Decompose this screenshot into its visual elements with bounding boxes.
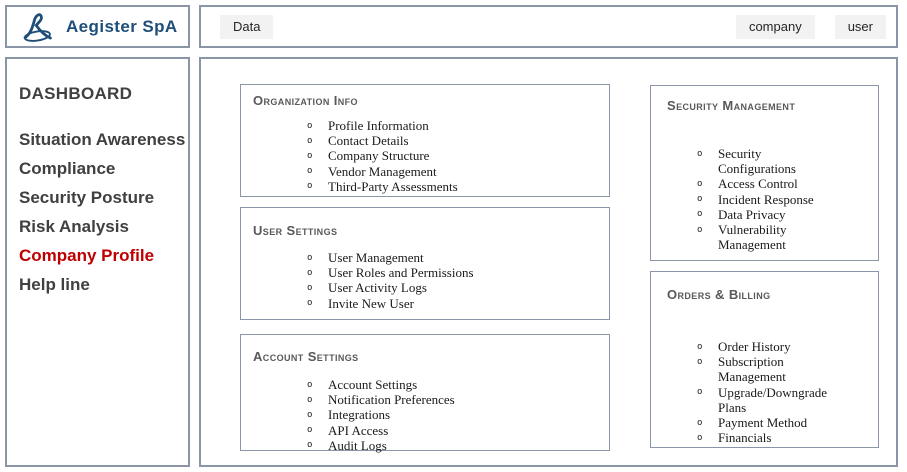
orders-billing-item[interactable]: Upgrade/Downgrade Plans bbox=[696, 385, 850, 415]
data-button[interactable]: Data bbox=[220, 14, 274, 39]
company-button[interactable]: company bbox=[735, 14, 815, 39]
sidebar-nav: Situation Awareness Compliance Security … bbox=[19, 130, 186, 294]
orders-billing-item[interactable]: Financials bbox=[696, 430, 850, 446]
security-management-item[interactable]: Vulnerability Management bbox=[696, 222, 838, 252]
sidebar-nav-item[interactable]: Compliance bbox=[19, 159, 116, 178]
panel-account-settings: Account Settings Account Settings Notifi… bbox=[240, 334, 610, 454]
panel-security-management: Security Management Security Configurati… bbox=[650, 85, 879, 261]
top-toolbar: Data company user bbox=[199, 5, 898, 48]
sidebar-nav-item[interactable]: Company Profile bbox=[19, 246, 155, 265]
panel-user-settings: User Settings User Management User Roles… bbox=[240, 207, 610, 320]
panel-account-settings-title: Account Settings bbox=[253, 349, 359, 364]
panel-orders-billing: Orders & Billing Order History Subscript… bbox=[650, 271, 879, 448]
security-management-list: Security Configurations Access Control I… bbox=[696, 146, 838, 252]
account-settings-item[interactable]: Audit Logs bbox=[306, 438, 609, 454]
security-management-item[interactable]: Access Control bbox=[696, 176, 838, 192]
user-settings-item[interactable]: User Roles and Permissions bbox=[306, 265, 609, 281]
orders-billing-item[interactable]: Subscription Management bbox=[696, 354, 850, 384]
account-settings-item[interactable]: Account Settings bbox=[306, 377, 609, 393]
security-management-item[interactable]: Incident Response bbox=[696, 192, 838, 208]
organization-info-item[interactable]: Vendor Management bbox=[306, 164, 609, 180]
sidebar-nav-item[interactable]: Situation Awareness bbox=[19, 130, 186, 149]
security-management-item[interactable]: Data Privacy bbox=[696, 207, 838, 223]
account-settings-item[interactable]: Notification Preferences bbox=[306, 392, 609, 408]
organization-info-list: Profile Information Contact Details Comp… bbox=[306, 118, 609, 195]
sidebar-title-dashboard[interactable]: DASHBOARD bbox=[19, 84, 133, 103]
aegister-logo-icon bbox=[19, 9, 59, 45]
brand-panel: Aegister SpA bbox=[5, 5, 190, 48]
panel-security-management-title: Security Management bbox=[667, 98, 796, 113]
main-content: Organization Info Profile Information Co… bbox=[199, 57, 898, 467]
security-management-item[interactable]: Security Configurations bbox=[696, 146, 838, 176]
organization-info-item[interactable]: Third-Party Assessments bbox=[306, 179, 609, 195]
sidebar: DASHBOARD Situation Awareness Compliance… bbox=[5, 57, 190, 467]
user-settings-item[interactable]: User Management bbox=[306, 250, 609, 266]
user-settings-item[interactable]: Invite New User bbox=[306, 296, 609, 312]
panel-organization-info: Organization Info Profile Information Co… bbox=[240, 84, 610, 197]
panel-orders-billing-title: Orders & Billing bbox=[667, 287, 771, 302]
sidebar-nav-item[interactable]: Help line bbox=[19, 275, 90, 294]
organization-info-item[interactable]: Company Structure bbox=[306, 148, 609, 164]
sidebar-nav-item[interactable]: Risk Analysis bbox=[19, 217, 129, 236]
panel-user-settings-title: User Settings bbox=[253, 223, 338, 238]
account-settings-item[interactable]: Integrations bbox=[306, 407, 609, 423]
user-settings-list: User Management User Roles and Permissio… bbox=[306, 250, 609, 312]
brand-name: Aegister SpA bbox=[66, 16, 178, 36]
sidebar-nav-item[interactable]: Security Posture bbox=[19, 188, 155, 207]
panel-organization-info-title: Organization Info bbox=[253, 93, 358, 108]
user-button[interactable]: user bbox=[834, 14, 886, 39]
organization-info-item[interactable]: Contact Details bbox=[306, 133, 609, 149]
orders-billing-item[interactable]: Order History bbox=[696, 339, 850, 355]
orders-billing-item[interactable]: Payment Method bbox=[696, 415, 850, 431]
organization-info-item[interactable]: Profile Information bbox=[306, 118, 609, 134]
user-settings-item[interactable]: User Activity Logs bbox=[306, 280, 609, 296]
account-settings-list: Account Settings Notification Preference… bbox=[306, 377, 609, 454]
orders-billing-list: Order History Subscription Management Up… bbox=[696, 339, 850, 446]
account-settings-item[interactable]: API Access bbox=[306, 423, 609, 439]
